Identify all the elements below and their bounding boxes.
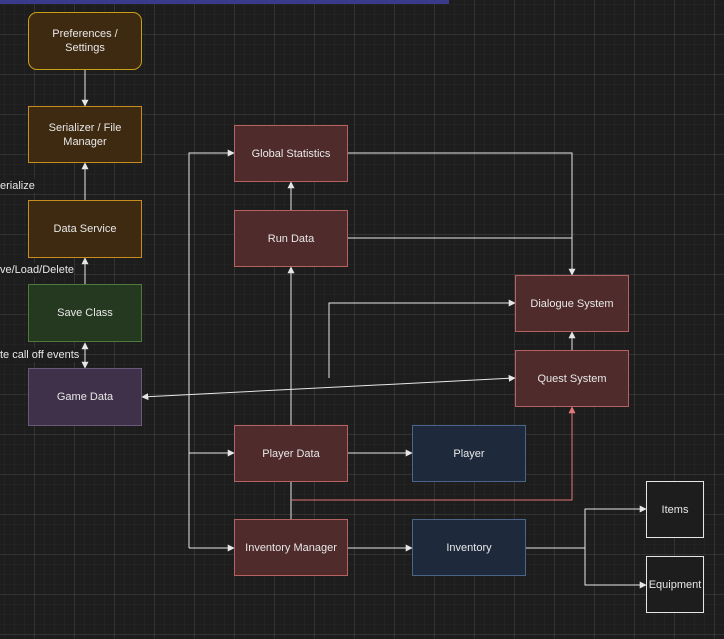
run-data-node[interactable]: Run Data [234,210,348,267]
player-data-label: Player Data [262,447,320,460]
game-data-label: Game Data [56,391,114,403]
window-top-bar [0,0,449,4]
dialogue-system-label: Dialogue System [530,297,614,310]
save-class-node[interactable]: Save Class [28,284,142,342]
inventory-node[interactable]: Inventory [412,519,526,576]
items-node[interactable]: Items [646,481,704,538]
equipment-node[interactable]: Equipment [646,556,704,613]
edge-inventory-to-items [526,505,647,549]
save-class-label: Save Class [57,307,113,319]
global-statistics-label: Global Statistics [251,147,331,160]
edge-bus-to-globalstats [188,149,235,548]
edge-label-call-off-events: te call off events [0,348,80,362]
quest-system-label: Quest System [537,372,607,385]
equipment-label: Equipment [648,578,702,591]
run-data-label: Run Data [267,232,315,245]
edge-label-serialize: erialize [0,179,35,193]
items-label: Items [661,503,689,516]
edge-label-save-load-delete: ve/Load/Delete [0,263,74,277]
edge-inventory-to-equipment [584,548,647,589]
player-label: Player [453,447,485,460]
global-statistics-node[interactable]: Global Statistics [234,125,348,182]
player-data-node[interactable]: Player Data [234,425,348,482]
dialogue-system-node[interactable]: Dialogue System [515,275,629,332]
inventory-manager-node[interactable]: Inventory Manager [234,519,348,576]
preferences-settings-label: Preferences / Settings [52,28,118,54]
quest-system-node[interactable]: Quest System [515,350,629,407]
data-service-label: Data Service [53,223,117,235]
edge-gamedata-to-questsystem [141,374,516,401]
edge-playerdata-to-questsystem [291,406,576,501]
edge-to-dialogue [328,299,516,378]
game-data-node[interactable]: Game Data [28,368,142,426]
inventory-label: Inventory [446,541,492,554]
data-service-node[interactable]: Data Service [28,200,142,258]
edge-globalstats-to-dialogue [348,152,576,276]
player-node[interactable]: Player [412,425,526,482]
preferences-settings-node[interactable]: Preferences / Settings [28,12,142,70]
inventory-manager-label: Inventory Manager [245,541,337,554]
serializer-file-manager-node[interactable]: Serializer / File Manager [28,106,142,163]
serializer-file-manager-label: Serializer / File Manager [48,121,122,148]
